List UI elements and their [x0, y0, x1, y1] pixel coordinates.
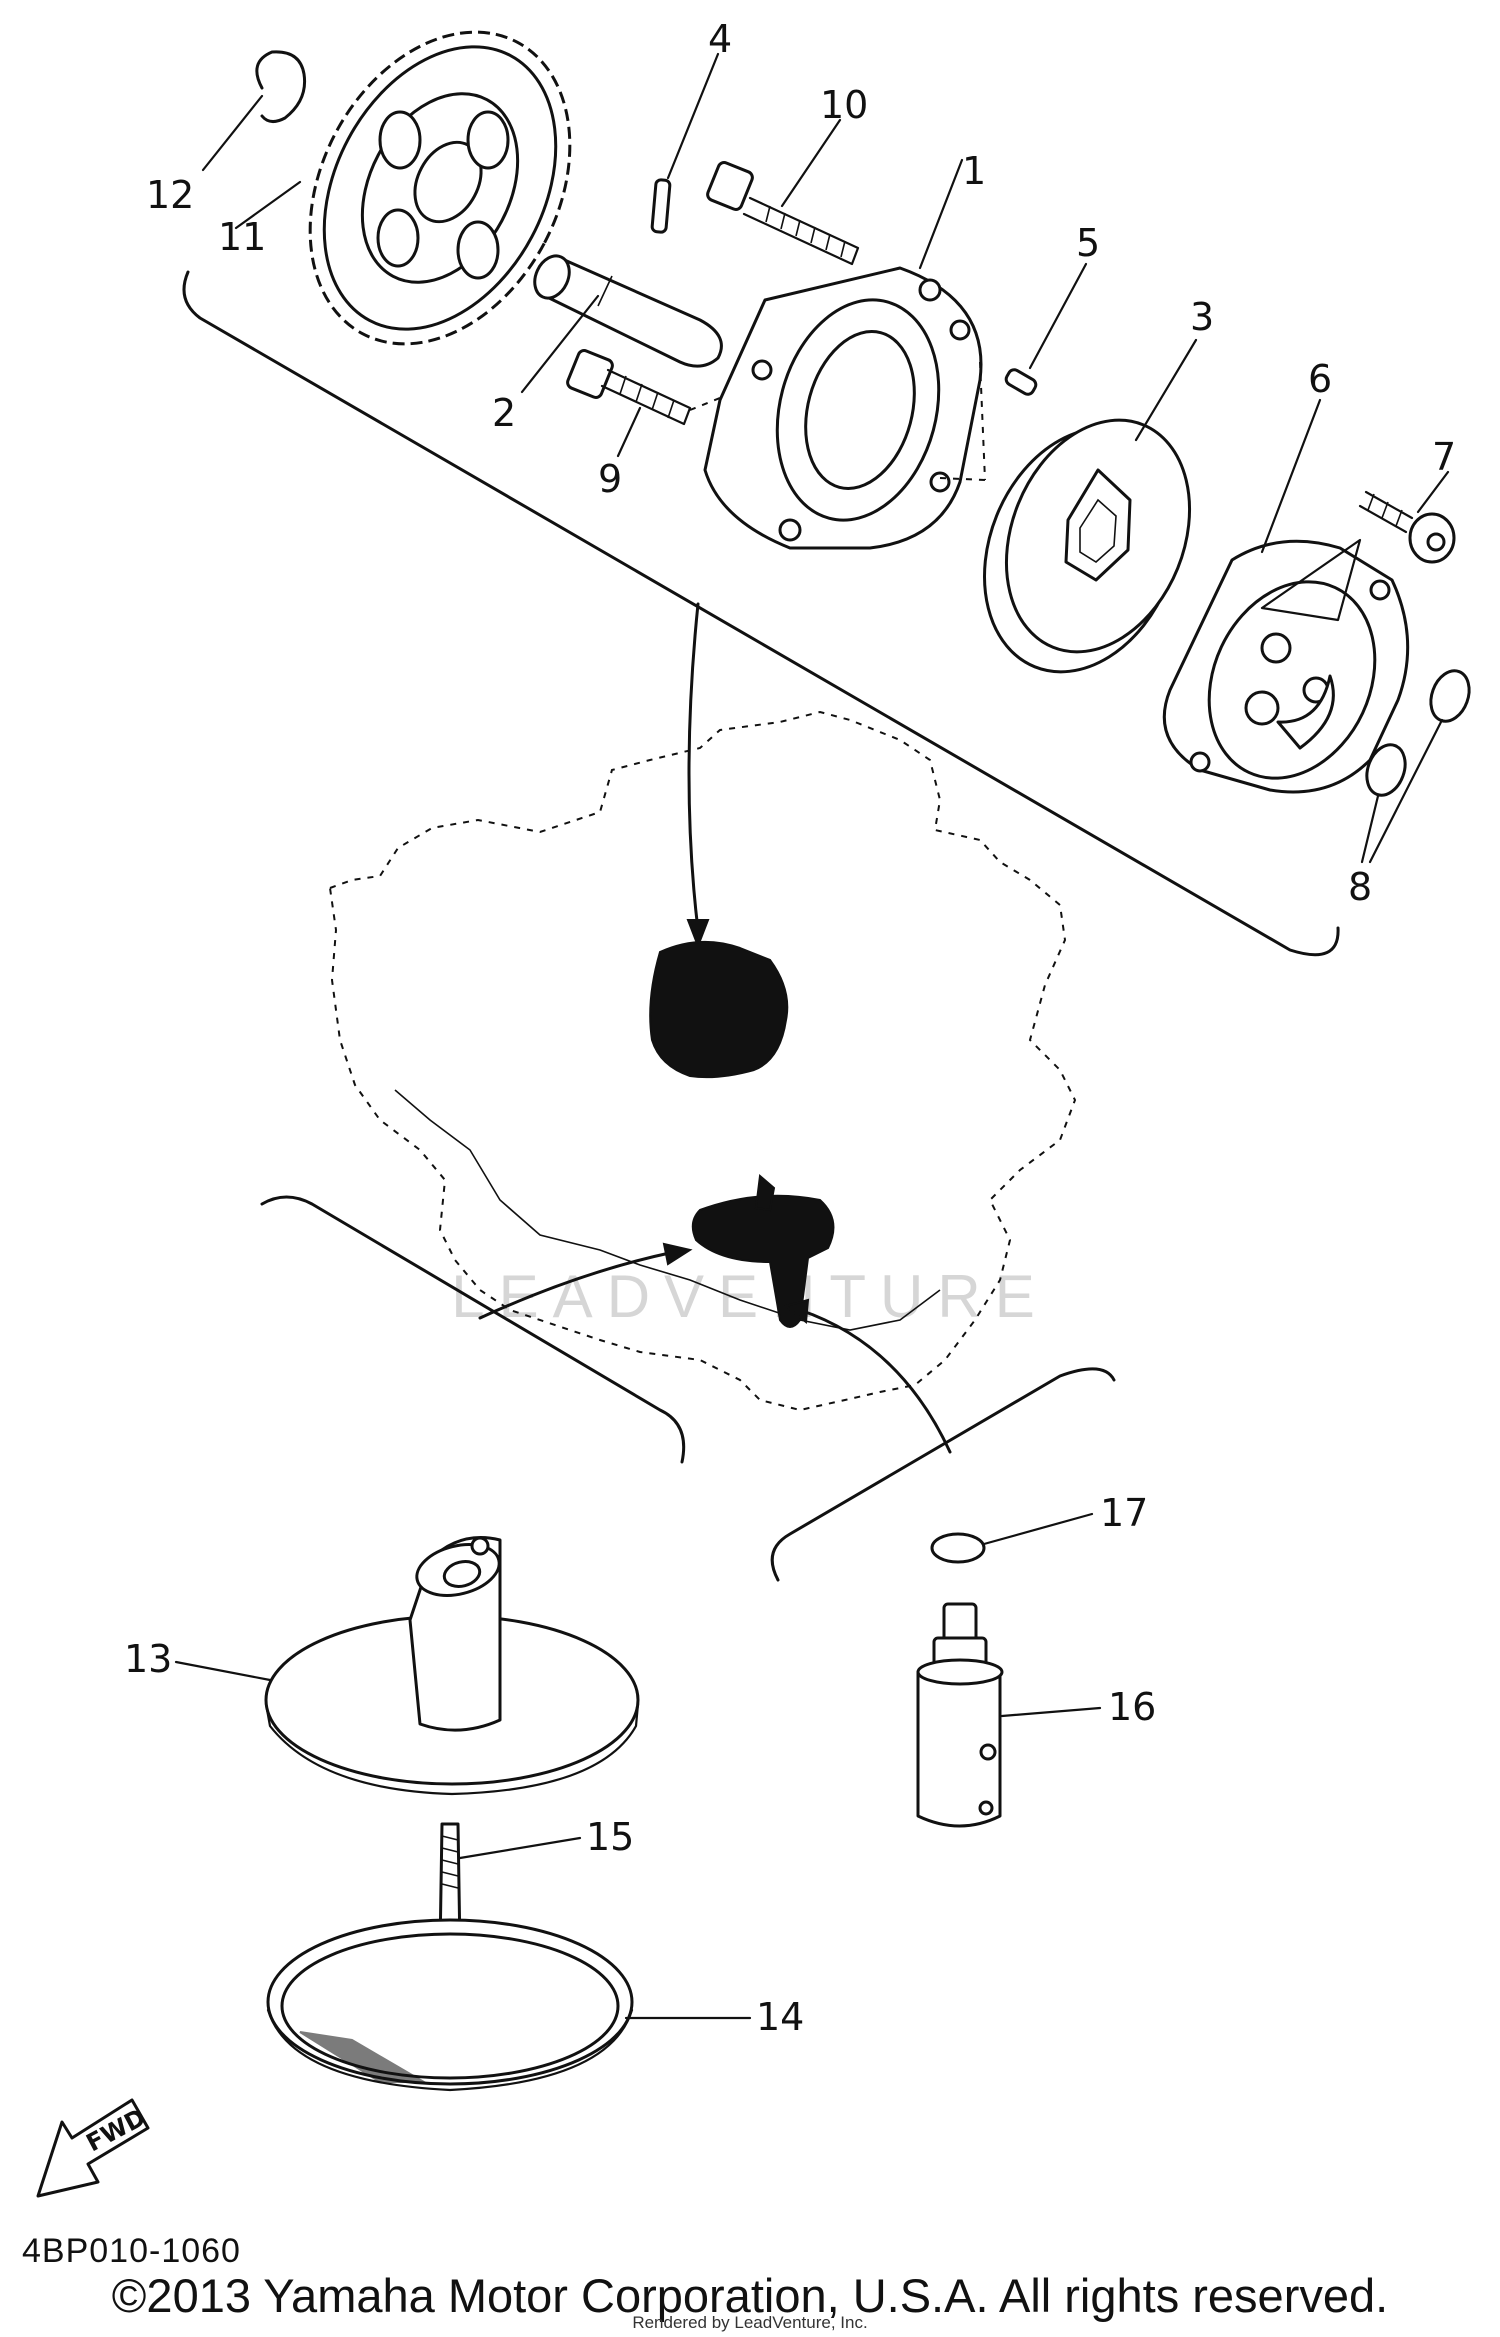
oil-pump-housing-part: [703, 266, 983, 550]
leader-2: [520, 294, 600, 394]
diagram-code: 4BP010-1060: [22, 2232, 241, 2270]
location-arrow-left: [478, 1250, 676, 1320]
bolt-10-part: [706, 161, 860, 266]
callout-11: 11: [218, 215, 266, 259]
callout-15: 15: [586, 1815, 634, 1859]
o-ring-17-part: [930, 1532, 986, 1564]
location-arrow-left-head: [662, 1242, 693, 1266]
leader-6: [1260, 398, 1322, 554]
callout-6: 6: [1308, 357, 1332, 401]
leader-1: [918, 158, 964, 270]
leader-5: [1028, 262, 1088, 370]
callout-2: 2: [492, 391, 516, 435]
strainer-location-marker: [691, 1194, 835, 1328]
guide-6: [1260, 538, 1362, 622]
upper-panel-frame: [182, 270, 1340, 957]
callout-14: 14: [756, 1995, 804, 2039]
callout-1: 1: [962, 149, 986, 193]
leader-11: [234, 180, 302, 230]
callout-7: 7: [1432, 435, 1456, 479]
engine-inner-outline: [394, 1089, 941, 1331]
copyright-notice: ©2013 Yamaha Motor Corporation, U.S.A. A…: [111, 2269, 1389, 2322]
callout-8: 8: [1348, 865, 1372, 909]
o-ring-8a-part: [1429, 669, 1471, 723]
pump-rotor-part: [983, 418, 1192, 674]
bolt-7-part: [1358, 490, 1456, 564]
lower-left-panel-frame: [260, 1195, 686, 1464]
location-arrow-upper-head: [686, 919, 710, 949]
leader-12: [201, 94, 264, 172]
leader-4: [666, 52, 720, 180]
callout-16: 16: [1108, 1685, 1156, 1729]
circlip-part: [255, 50, 307, 123]
location-arrow-upper: [687, 602, 700, 932]
strainer-location-tip: [754, 1174, 776, 1212]
pump-shaft-part: [533, 254, 723, 368]
bolt-9-part: [566, 349, 692, 426]
location-arrow-right: [798, 1308, 952, 1454]
leadventure-watermark: LEADVENTURE: [451, 1263, 1049, 1330]
callout-13: 13: [124, 1637, 172, 1681]
pump-location-marker: [649, 940, 789, 1079]
leader-8: [1360, 718, 1444, 864]
pump-drive-gear-part: [308, 30, 572, 346]
forward-arrow: [36, 2098, 150, 2198]
callout-10: 10: [820, 83, 868, 127]
callout-9: 9: [598, 457, 622, 501]
callout-12: 12: [146, 173, 194, 217]
pump-cover-part: [1162, 539, 1410, 794]
callout-4: 4: [708, 17, 732, 61]
leader-13: [174, 1660, 272, 1682]
leader-7: [1416, 470, 1450, 514]
dowel-pin-part: [1004, 368, 1038, 396]
o-ring-8b-part: [1365, 743, 1407, 797]
callout-3: 3: [1190, 295, 1214, 339]
rendered-by-notice: Rendered by LeadVenture, Inc.: [632, 2313, 868, 2332]
callout-5: 5: [1076, 221, 1100, 265]
oil-strainer-screen-part: [266, 1918, 634, 2092]
guide-9: [689, 390, 771, 411]
relief-valve-part: [916, 1602, 1004, 1828]
pin-part: [650, 178, 672, 234]
lower-right-panel-frame: [770, 1367, 1116, 1582]
location-arrow-right-head: [783, 1298, 810, 1324]
leader-15: [458, 1836, 582, 1860]
leader-17: [982, 1512, 1094, 1546]
leader-3: [1134, 338, 1198, 442]
leader-9: [616, 406, 642, 458]
leader-16: [1000, 1706, 1102, 1718]
leader-10: [780, 118, 842, 208]
oil-strainer-housing-part: [264, 1536, 640, 1796]
callout-17: 17: [1100, 1491, 1148, 1535]
